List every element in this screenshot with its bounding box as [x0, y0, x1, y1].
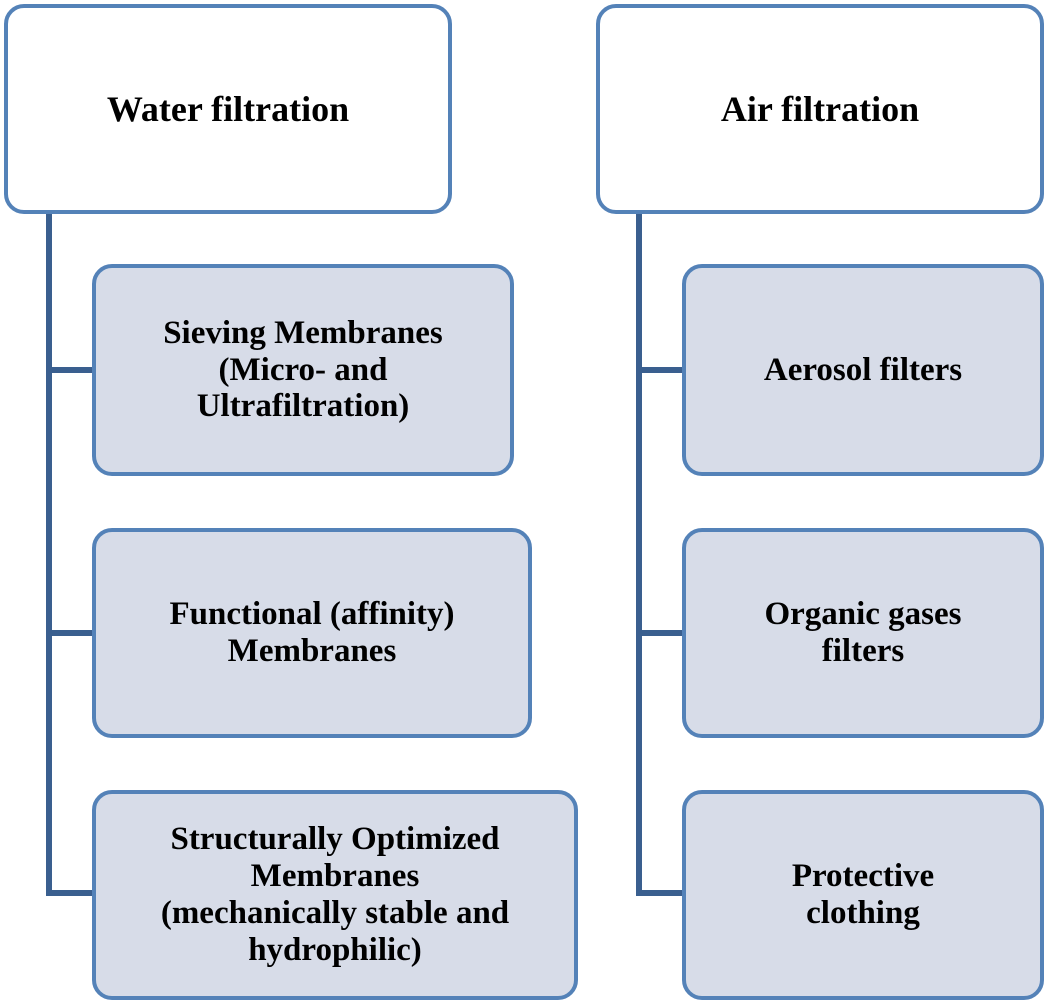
water-branch-line-2 — [46, 630, 96, 636]
protective-clothing-label: Protective clothing — [791, 858, 935, 931]
air-filtration-header: Air filtration — [596, 4, 1044, 214]
water-trunk-line — [46, 212, 52, 896]
aerosol-filters-box: Aerosol filters — [682, 264, 1044, 476]
aerosol-filters-label: Aerosol filters — [763, 351, 963, 388]
structurally-optimized-membranes-label: Structurally Optimized Membranes (mechan… — [160, 821, 510, 968]
functional-membranes-label: Functional (affinity) Membranes — [169, 596, 455, 669]
sieving-membranes-box: Sieving Membranes (Micro- and Ultrafiltr… — [92, 264, 514, 476]
water-filtration-label: Water filtration — [106, 88, 350, 129]
air-branch-line-1 — [636, 367, 686, 373]
air-trunk-line — [636, 212, 642, 896]
functional-membranes-box: Functional (affinity) Membranes — [92, 528, 532, 738]
water-branch-line-1 — [46, 367, 96, 373]
structurally-optimized-membranes-box: Structurally Optimized Membranes (mechan… — [92, 790, 578, 1000]
water-filtration-header: Water filtration — [4, 4, 452, 214]
organic-gases-filters-box: Organic gases filters — [682, 528, 1044, 738]
protective-clothing-box: Protective clothing — [682, 790, 1044, 1000]
water-branch-line-3 — [46, 890, 96, 896]
air-branch-line-2 — [636, 630, 686, 636]
sieving-membranes-label: Sieving Membranes (Micro- and Ultrafiltr… — [163, 314, 443, 425]
air-filtration-label: Air filtration — [720, 88, 920, 129]
air-branch-line-3 — [636, 890, 686, 896]
organic-gases-filters-label: Organic gases filters — [764, 596, 962, 669]
